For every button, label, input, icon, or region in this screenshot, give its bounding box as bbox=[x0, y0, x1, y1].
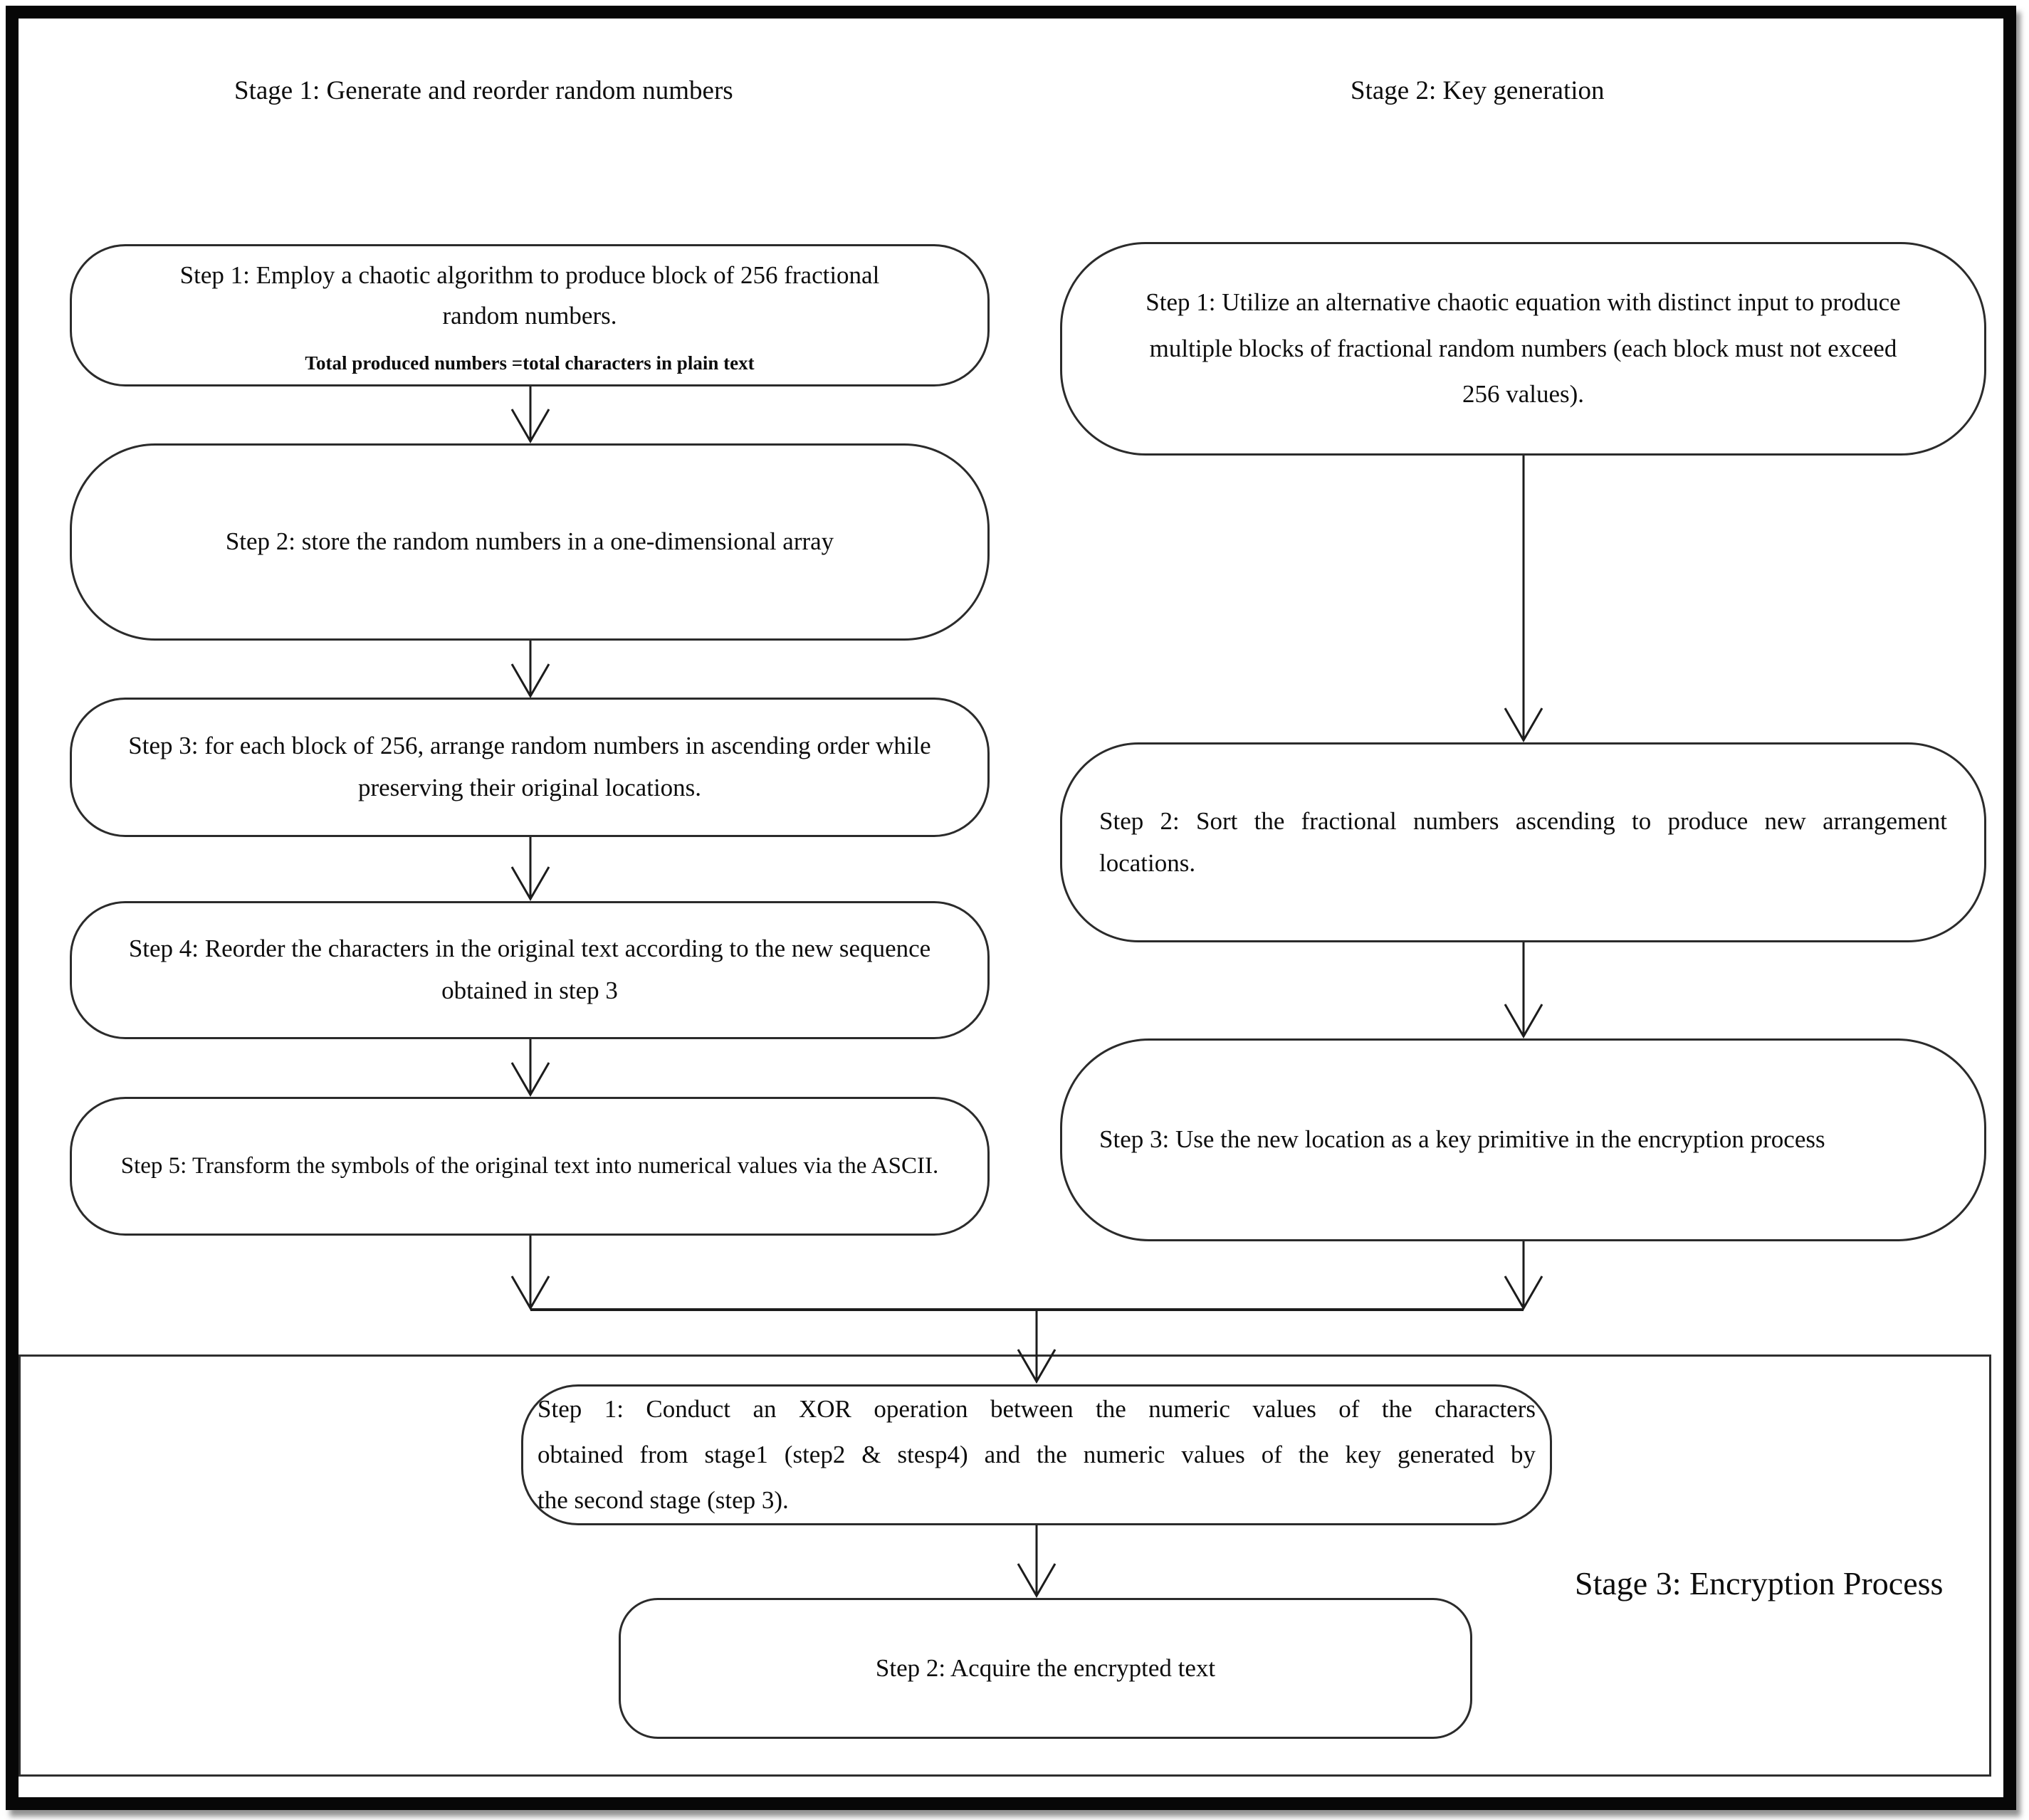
stage1-step5-text: Step 5: Transform the symbols of the ori… bbox=[120, 1152, 939, 1179]
stage2-step2-text: Step 2: Sort the fractional numbers asce… bbox=[1099, 806, 1947, 835]
arrow-stage1-step5-to-merge bbox=[510, 1236, 550, 1310]
outer-frame bbox=[6, 6, 2016, 1810]
stage2-step1-text: Step 1: Utilize an alternative chaotic e… bbox=[1145, 288, 1901, 316]
arrow-stage2-step2-to-step3 bbox=[1504, 942, 1543, 1038]
stage1-step5-box: Step 5: Transform the symbols of the ori… bbox=[70, 1097, 990, 1236]
stage1-step1-box: Step 1: Employ a chaotic algorithm to pr… bbox=[70, 244, 990, 386]
stage2-step1-box: Step 1: Utilize an alternative chaotic e… bbox=[1060, 242, 1986, 456]
stage1-step2-box: Step 2: store the random numbers in a on… bbox=[70, 443, 990, 641]
stage3-step1-box: Step 1: Conduct an XOR operation between… bbox=[521, 1384, 1552, 1525]
stage2-step1-text2: multiple blocks of fractional random num… bbox=[1149, 334, 1897, 362]
arrow-stage1-step3-to-step4 bbox=[510, 837, 550, 901]
stage1-step4-text2: obtained in step 3 bbox=[441, 977, 618, 1004]
stage1-step1-text: Step 1: Employ a chaotic algorithm to pr… bbox=[179, 261, 880, 290]
stage3-title: Stage 3: Encryption Process bbox=[1575, 1565, 1944, 1601]
stage1-step3-text2: preserving their original locations. bbox=[357, 774, 702, 801]
stage1-step3-box: Step 3: for each block of 256, arrange r… bbox=[70, 698, 990, 837]
stage2-step2-text2: locations. bbox=[1099, 848, 1196, 877]
stage2-title: Stage 2: Key generation bbox=[1351, 76, 1605, 105]
arrow-stage1-step2-to-step3 bbox=[510, 641, 550, 698]
stage2-step3-box: Step 3: Use the new location as a key pr… bbox=[1060, 1038, 1986, 1241]
stage3-step1-text3: the second stage (step 3). bbox=[538, 1485, 789, 1514]
stage2-step1-text3: 256 values). bbox=[1462, 380, 1585, 409]
stage1-step4-box: Step 4: Reorder the characters in the or… bbox=[70, 901, 990, 1039]
arrow-stage2-step1-to-step2 bbox=[1504, 456, 1543, 742]
stage1-step3-text: Step 3: for each block of 256, arrange r… bbox=[128, 732, 931, 760]
arrow-merge-to-stage3-step1 bbox=[1017, 1310, 1057, 1384]
stage2-step3-text: Step 3: Use the new location as a key pr… bbox=[1099, 1125, 1825, 1154]
stage3-section-rect bbox=[19, 1355, 1991, 1777]
arrow-stage1-step4-to-step5 bbox=[510, 1039, 550, 1097]
arrow-stage3-step1-to-step2 bbox=[1017, 1525, 1057, 1598]
stage1-step1-text2: random numbers. bbox=[442, 301, 617, 330]
arrow-stage1-step1-to-step2 bbox=[510, 386, 550, 443]
stage1-step4-text: Step 4: Reorder the characters in the or… bbox=[128, 935, 931, 963]
stage3-step2-box: Step 2: Acquire the encrypted text bbox=[619, 1598, 1472, 1739]
stage3-step2-text: Step 2: Acquire the encrypted text bbox=[875, 1653, 1216, 1682]
stage2-step2-box: Step 2: Sort the fractional numbers asce… bbox=[1060, 742, 1986, 942]
stage3-step1-text: Step 1: Conduct an XOR operation between… bbox=[538, 1395, 1536, 1424]
stage1-step1-note: Total produced numbers =total characters… bbox=[305, 352, 755, 374]
stage1-title: Stage 1: Generate and reorder random num… bbox=[234, 76, 733, 105]
arrow-stage2-step3-to-merge bbox=[1504, 1241, 1543, 1310]
stage3-step1-text2: obtained from stage1 (step2 & stesp4) an… bbox=[538, 1441, 1536, 1469]
stage1-step2-text: Step 2: store the random numbers in a on… bbox=[225, 527, 834, 556]
